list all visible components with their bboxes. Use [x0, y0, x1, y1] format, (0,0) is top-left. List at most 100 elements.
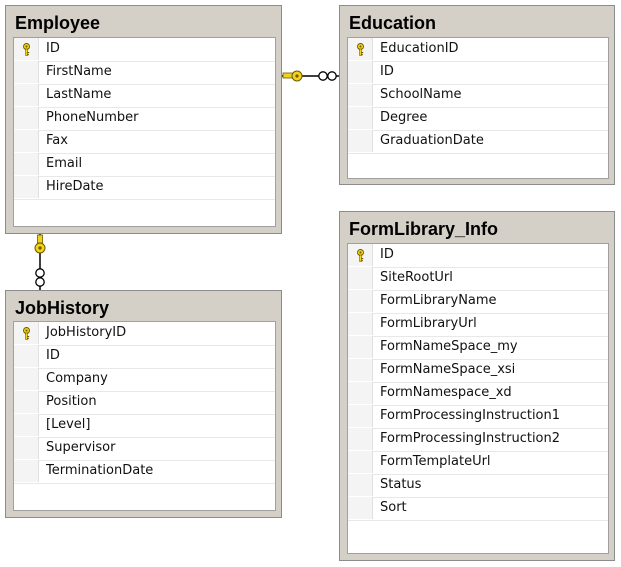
column-name: Fax: [46, 133, 68, 148]
column-row[interactable]: FormNameSpace_xsi: [348, 359, 608, 383]
row-selector[interactable]: [14, 322, 39, 344]
row-selector[interactable]: [348, 497, 373, 519]
column-row[interactable]: Status: [348, 474, 608, 498]
row-selector[interactable]: [14, 437, 39, 459]
row-selector[interactable]: [14, 176, 39, 198]
row-selector[interactable]: [348, 61, 373, 83]
column-row[interactable]: FirstName: [14, 61, 275, 85]
row-selector[interactable]: [348, 38, 373, 60]
relationship-employee-education[interactable]: [282, 70, 343, 82]
row-selector[interactable]: [14, 368, 39, 390]
column-name: FormProcessingInstruction2: [380, 431, 561, 446]
column-name: ID: [380, 247, 394, 262]
column-row[interactable]: FormLibraryUrl: [348, 313, 608, 337]
column-row[interactable]: FormNameSpace_my: [348, 336, 608, 360]
column-row[interactable]: EducationID: [348, 38, 608, 62]
column-name: [Level]: [46, 417, 91, 432]
key-end-icon: [34, 234, 46, 254]
column-row[interactable]: Email: [14, 153, 275, 177]
primary-key-icon: [357, 43, 364, 56]
row-selector[interactable]: [348, 267, 373, 289]
table-title: Education: [349, 13, 437, 33]
row-selector[interactable]: [348, 130, 373, 152]
column-row[interactable]: Company: [14, 368, 275, 392]
column-row[interactable]: ID: [14, 345, 275, 369]
infinity-end-icon: [35, 268, 45, 287]
column-row[interactable]: Fax: [14, 130, 275, 154]
row-selector[interactable]: [348, 382, 373, 404]
row-selector[interactable]: [14, 414, 39, 436]
column-name: ID: [46, 41, 60, 56]
column-name: SiteRootUrl: [380, 270, 453, 285]
column-row[interactable]: GraduationDate: [348, 130, 608, 154]
column-name: GraduationDate: [380, 133, 484, 148]
column-name: FormNameSpace_xsi: [380, 362, 516, 377]
column-row[interactable]: FormNamespace_xd: [348, 382, 608, 406]
column-row[interactable]: JobHistoryID: [14, 322, 275, 346]
column-name: PhoneNumber: [46, 110, 139, 125]
row-selector[interactable]: [14, 107, 39, 129]
row-selector[interactable]: [14, 391, 39, 413]
row-selector[interactable]: [348, 244, 373, 266]
row-selector[interactable]: [348, 451, 373, 473]
key-end-icon: [282, 70, 303, 82]
column-row[interactable]: PhoneNumber: [14, 107, 275, 131]
row-selector[interactable]: [348, 336, 373, 358]
column-name: SchoolName: [380, 87, 462, 102]
row-selector[interactable]: [14, 61, 39, 83]
column-row[interactable]: LastName: [14, 84, 275, 108]
row-selector[interactable]: [348, 405, 373, 427]
column-name: Degree: [380, 110, 428, 125]
column-name: FormNameSpace_my: [380, 339, 518, 354]
column-row[interactable]: FormProcessingInstruction1: [348, 405, 608, 429]
column-row[interactable]: ID: [348, 61, 608, 85]
row-selector[interactable]: [348, 107, 373, 129]
column-name: Status: [380, 477, 422, 492]
row-selector[interactable]: [348, 428, 373, 450]
row-selector[interactable]: [348, 474, 373, 496]
column-row[interactable]: [Level]: [14, 414, 275, 438]
column-row[interactable]: ID: [14, 38, 275, 62]
row-selector[interactable]: [14, 153, 39, 175]
column-name: FormNamespace_xd: [380, 385, 512, 400]
column-row[interactable]: Sort: [348, 497, 608, 521]
column-name: Supervisor: [46, 440, 116, 455]
table-title: Employee: [15, 13, 101, 33]
column-row[interactable]: TerminationDate: [14, 460, 275, 484]
row-selector[interactable]: [14, 130, 39, 152]
column-name: FormProcessingInstruction1: [380, 408, 561, 423]
column-name: Company: [46, 371, 108, 386]
column-row[interactable]: FormTemplateUrl: [348, 451, 608, 475]
column-row[interactable]: HireDate: [14, 176, 275, 200]
column-row[interactable]: Degree: [348, 107, 608, 131]
column-row[interactable]: ID: [348, 244, 608, 268]
column-row[interactable]: FormProcessingInstruction2: [348, 428, 608, 452]
column-name: JobHistoryID: [46, 325, 127, 340]
column-name: Sort: [380, 500, 407, 515]
primary-key-icon: [23, 327, 30, 340]
column-row[interactable]: FormLibraryName: [348, 290, 608, 314]
column-row[interactable]: SiteRootUrl: [348, 267, 608, 291]
row-selector[interactable]: [14, 84, 39, 106]
column-name: ID: [380, 64, 394, 79]
column-row[interactable]: Supervisor: [14, 437, 275, 461]
row-selector[interactable]: [348, 359, 373, 381]
row-selector[interactable]: [14, 38, 39, 60]
column-name: Position: [46, 394, 97, 409]
relationship-employee-jobhistory[interactable]: [34, 234, 46, 290]
row-selector[interactable]: [14, 345, 39, 367]
column-row[interactable]: Position: [14, 391, 275, 415]
row-selector[interactable]: [348, 290, 373, 312]
row-selector[interactable]: [348, 84, 373, 106]
row-selector[interactable]: [14, 460, 39, 482]
column-name: TerminationDate: [46, 463, 154, 478]
row-selector[interactable]: [348, 313, 373, 335]
column-row[interactable]: SchoolName: [348, 84, 608, 108]
